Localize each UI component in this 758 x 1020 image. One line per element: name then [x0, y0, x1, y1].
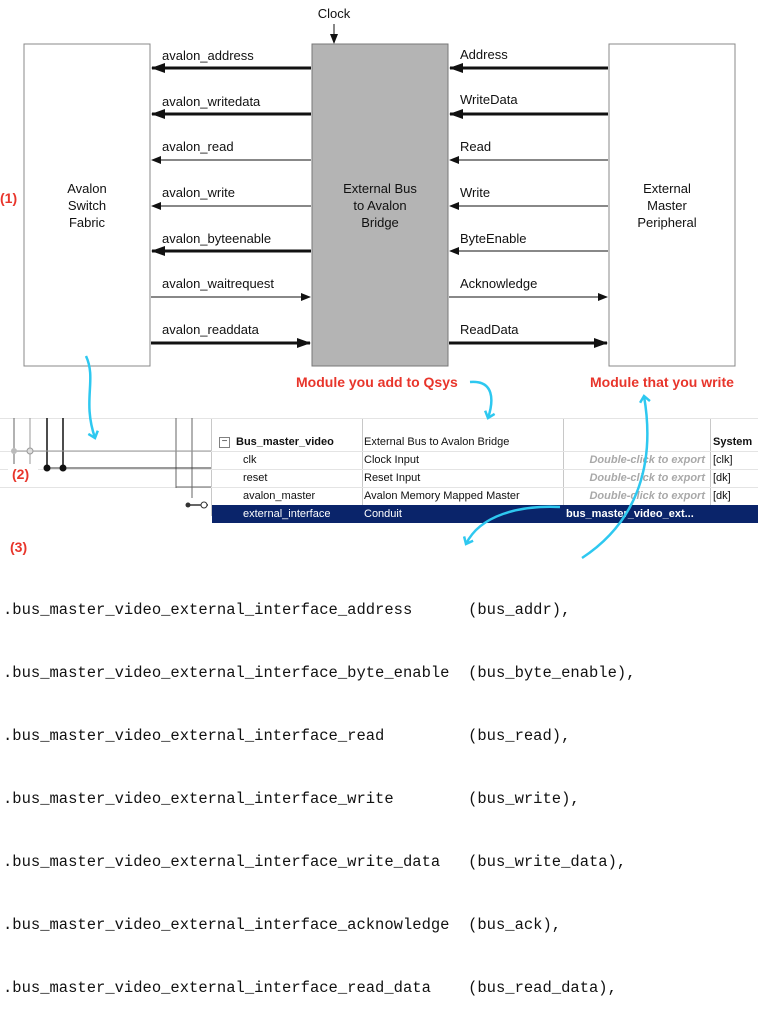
clock-cell: [clk]	[713, 454, 733, 466]
table-row-divider	[0, 469, 758, 470]
write-label: Write	[460, 185, 490, 200]
collapse-icon[interactable]: −	[219, 437, 230, 448]
code-line: .bus_master_video_external_interface_wri…	[3, 853, 627, 871]
address-label: Address	[460, 47, 508, 62]
interface-name: reset	[243, 472, 268, 484]
code-line: .bus_master_video_external_interface_wri…	[3, 790, 580, 808]
avalon-address-label: avalon_address	[162, 48, 254, 63]
clock-cell	[713, 505, 758, 523]
clock-cell: System	[713, 436, 753, 448]
table-divider	[563, 418, 564, 516]
table-row[interactable]: avalon_master Avalon Memory Mapped Maste…	[0, 487, 758, 505]
avalon-waitrequest-label: avalon_waitrequest	[162, 276, 274, 291]
right-block-line-2: Master	[647, 198, 687, 213]
acknowledge-label: Acknowledge	[460, 276, 537, 291]
interface-description: Reset Input	[364, 472, 421, 484]
avalon-byteenable-label: avalon_byteenable	[162, 231, 271, 246]
table-row[interactable]: clk Clock Input Double-click to export […	[0, 451, 758, 469]
code-line: .bus_master_video_external_interface_rea…	[3, 727, 571, 745]
left-block-line-2: Switch	[68, 198, 106, 213]
annotation-1: (1)	[0, 190, 17, 206]
external-master-peripheral-block	[608, 43, 736, 367]
code-line: .bus_master_video_external_interface_byt…	[3, 664, 636, 682]
avalon-writedata-label: avalon_writedata	[162, 94, 261, 109]
avalon-write-label: avalon_write	[162, 185, 235, 200]
avalon-switch-fabric-block	[23, 43, 151, 367]
interface-name: avalon_master	[243, 490, 316, 502]
table-row-selected[interactable]: external_interface Conduit bus_master_vi…	[212, 505, 758, 523]
annotation-3: (3)	[10, 539, 27, 555]
export-cell[interactable]	[566, 433, 709, 451]
export-cell[interactable]: Double-click to export	[589, 454, 705, 466]
left-block-line-3: Fabric	[69, 215, 106, 230]
left-block-line-1: Avalon	[67, 181, 107, 196]
code-line: .bus_master_video_external_interface_ack…	[3, 916, 562, 934]
table-row[interactable]: − Bus_master_video External Bus to Avalo…	[0, 433, 758, 451]
right-block-line-1: External	[643, 181, 691, 196]
table-row-divider	[0, 418, 758, 419]
module-you-add-label: Module you add to Qsys	[296, 374, 458, 390]
qsys-connections-table: − Bus_master_video External Bus to Avalo…	[0, 418, 758, 523]
export-cell[interactable]: Double-click to export	[589, 472, 705, 484]
table-row-divider	[0, 487, 758, 488]
code-line: .bus_master_video_external_interface_rea…	[3, 979, 617, 997]
code-line: .bus_master_video_external_interface_add…	[3, 601, 571, 619]
interface-name: clk	[243, 454, 257, 466]
avalon-read-label: avalon_read	[162, 139, 234, 154]
clock-cell: [dk]	[713, 490, 731, 502]
component-description: External Bus to Avalon Bridge	[364, 436, 510, 448]
table-divider	[710, 418, 711, 516]
interface-description: Avalon Memory Mapped Master	[364, 490, 520, 502]
writedata-label: WriteData	[460, 92, 518, 107]
interface-name: external_interface	[243, 508, 331, 520]
clock-cell: [dk]	[713, 472, 731, 484]
right-block-line-3: Peripheral	[637, 215, 696, 230]
readdata-label: ReadData	[460, 322, 519, 337]
clock-label: Clock	[318, 6, 351, 21]
byteenable-label: ByteEnable	[460, 231, 527, 246]
bridge-block-line-3: Bridge	[361, 215, 399, 230]
avalon-readdata-label: avalon_readdata	[162, 322, 260, 337]
bridge-block	[311, 43, 449, 367]
block-diagram: Clock Avalon Switch Fabric External Bus …	[0, 6, 736, 555]
connection-graph	[11, 418, 211, 509]
export-cell[interactable]: Double-click to export	[589, 490, 705, 502]
component-name: Bus_master_video	[236, 436, 334, 448]
module-you-write-label: Module that you write	[590, 374, 734, 390]
verilog-port-map: .bus_master_video_external_interface_add…	[3, 558, 636, 1020]
bridge-block-line-2: to Avalon	[353, 198, 406, 213]
table-row-divider	[0, 451, 758, 452]
table-row[interactable]: reset Reset Input Double-click to export…	[0, 469, 758, 487]
read-label: Read	[460, 139, 491, 154]
bridge-block-line-1: External Bus	[343, 181, 417, 196]
table-divider	[211, 418, 212, 516]
export-name-cell[interactable]: bus_master_video_ext...	[566, 508, 694, 520]
table-divider	[362, 418, 363, 516]
interface-description: Clock Input	[364, 454, 420, 466]
interface-description: Conduit	[364, 508, 402, 520]
